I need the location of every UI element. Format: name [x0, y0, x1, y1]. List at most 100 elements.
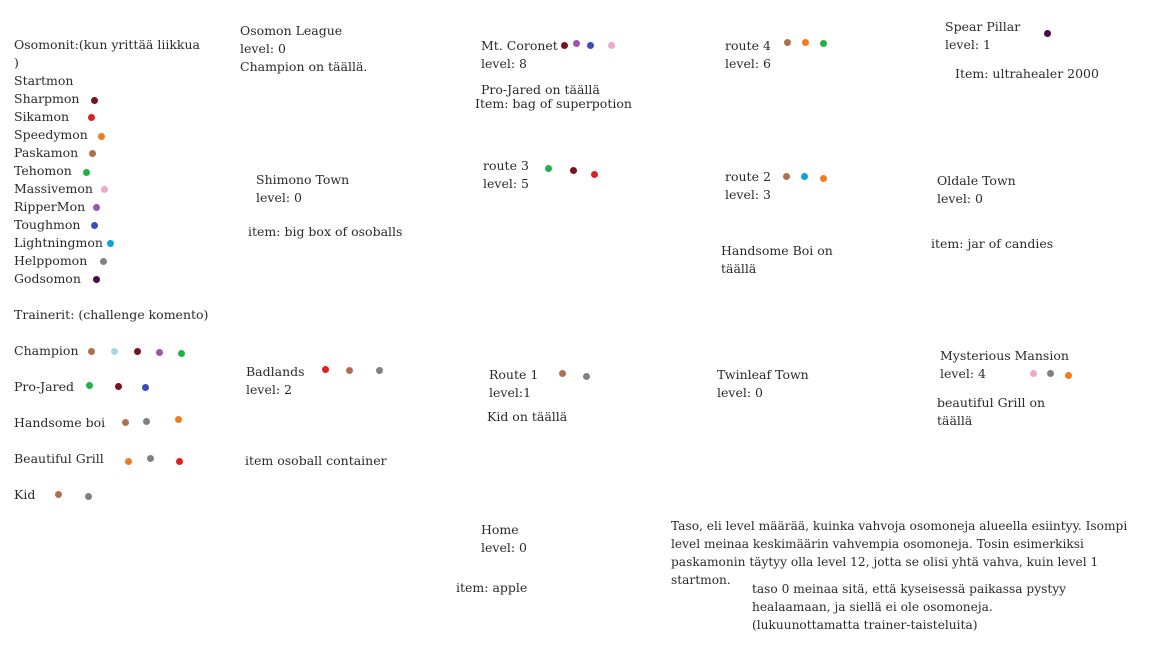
encounter-dot: [820, 40, 827, 47]
explanation-line: paskamonin täytyy olla level 12, jotta s…: [671, 555, 1099, 569]
osomon-name: Lightningmon: [14, 235, 103, 250]
explanation-line: Taso, eli level määrää, kuinka vahvoja o…: [671, 519, 1128, 533]
location-note-line: täällä: [937, 413, 973, 428]
encounter-dot: [587, 42, 594, 49]
team-dot: [175, 416, 182, 423]
explanation-line: level meinaa keskimäärin vahvempia osomo…: [671, 537, 1084, 551]
location-level: level: 0: [240, 41, 286, 56]
location-osomon-league: Osomon League level: 0 Champion on tääll…: [240, 22, 367, 76]
location-route-1: Route 1 level:1: [489, 366, 538, 402]
osomon-name: Paskamon: [14, 145, 79, 160]
team-dot: [143, 418, 150, 425]
trainer-champion: Champion: [14, 343, 79, 358]
location-route-3: route 3 level: 5: [483, 157, 529, 193]
osomon-name: Tehomon: [14, 163, 72, 178]
osomon-name: Toughmon: [14, 217, 81, 232]
team-dot: [88, 348, 95, 355]
location-name: route 2: [725, 169, 771, 184]
osomon-name: Massivemon: [14, 181, 93, 196]
location-name: Route 1: [489, 367, 539, 382]
location-level: level: 0: [717, 385, 763, 400]
encounter-dot: [608, 42, 615, 49]
osomon-name: Godsomon: [14, 271, 81, 286]
team-dot: [85, 493, 92, 500]
encounter-dot: [1065, 372, 1072, 379]
encounter-dot: [1047, 370, 1054, 377]
massivemon-dot: [101, 186, 108, 193]
osomon-heading: Osomonit:(kun yrittää liikkua: [14, 37, 200, 52]
location-oldale-town: Oldale Town level: 0: [937, 172, 1016, 208]
encounter-dot: [559, 370, 566, 377]
tehomon-dot: [83, 169, 90, 176]
explanation-line: healaamaan, ja siellä ei ole osomoneja.: [752, 600, 993, 614]
encounter-dot: [801, 173, 808, 180]
helppomon-dot: [100, 258, 107, 265]
team-dot: [178, 350, 185, 357]
location-item: item osoball container: [245, 453, 387, 468]
toughmon-dot: [91, 222, 98, 229]
team-dot: [115, 383, 122, 390]
location-level: level: 0: [256, 190, 302, 205]
location-note-line: beautiful Grill on: [937, 395, 1046, 410]
location-route-2: route 2 level: 3: [725, 168, 771, 204]
encounter-dot: [784, 39, 791, 46]
lightningmon-dot: [107, 240, 114, 247]
team-dot: [125, 458, 132, 465]
location-level: level: 0: [481, 540, 527, 555]
location-note: Kid on täällä: [487, 409, 568, 424]
encounter-dot: [591, 171, 598, 178]
osomon-name: Sharpmon: [14, 91, 80, 106]
location-note: beautiful Grill on täällä: [937, 394, 1045, 430]
location-item: Item: bag of superpotion: [475, 96, 632, 111]
encounter-dot: [322, 366, 329, 373]
location-name: route 4: [725, 38, 771, 53]
encounter-dot: [802, 39, 809, 46]
trainer-handsome-boi: Handsome boi: [14, 415, 106, 430]
rippermon-dot: [93, 204, 100, 211]
team-dot: [55, 491, 62, 498]
team-dot: [111, 348, 118, 355]
location-route-4: route 4 level: 6: [725, 37, 771, 73]
osomon-name: Helppomon: [14, 253, 88, 268]
location-name: Mt. Coronet: [481, 38, 558, 53]
trainers-heading: Trainerit: (challenge komento): [14, 307, 209, 322]
team-dot: [134, 348, 141, 355]
explanation-line: startmon.: [671, 573, 731, 587]
paskamon-dot: [89, 150, 96, 157]
osomon-name: Startmon: [14, 73, 74, 88]
location-level: level: 0: [937, 191, 983, 206]
location-shimono-town: Shimono Town level: 0: [256, 171, 349, 207]
location-home: Home level: 0: [481, 521, 527, 557]
osomon-name: Sikamon: [14, 109, 70, 124]
team-dot: [147, 455, 154, 462]
encounter-dot: [820, 175, 827, 182]
encounter-dot: [570, 167, 577, 174]
location-level: level: 3: [725, 187, 771, 202]
location-name: Osomon League: [240, 23, 343, 38]
encounter-dot: [346, 367, 353, 374]
encounter-dot: [1044, 30, 1051, 37]
location-level: level: 5: [483, 176, 529, 191]
team-dot: [176, 458, 183, 465]
location-level: level:1: [489, 385, 532, 400]
location-badlands: Badlands level: 2: [246, 363, 305, 399]
encounter-dot: [783, 173, 790, 180]
location-level: level: 8: [481, 56, 527, 71]
location-item: item: big box of osoballs: [248, 224, 403, 239]
location-name: Twinleaf Town: [717, 367, 809, 382]
location-item: item: jar of candies: [931, 236, 1054, 251]
osomon-name: RipperMon: [14, 199, 86, 214]
osomon-name: Speedymon: [14, 127, 88, 142]
location-name: Shimono Town: [256, 172, 350, 187]
osomon-list: Osomonit:(kun yrittää liikkua ) Startmon…: [14, 36, 200, 288]
location-note-line: Handsome Boi on: [721, 243, 833, 258]
level-explanation: Taso, eli level määrää, kuinka vahvoja o…: [671, 517, 1127, 589]
team-dot: [122, 419, 129, 426]
osomon-heading-cont: ): [14, 55, 19, 70]
location-item: item: apple: [456, 580, 528, 595]
location-spear-pillar: Spear Pillar level: 1: [945, 18, 1020, 54]
location-level: level: 1: [945, 37, 991, 52]
trainer-kid: Kid: [14, 487, 36, 502]
godsomon-dot: [93, 276, 100, 283]
level-zero-explanation: taso 0 meinaa sitä, että kyseisessä paik…: [752, 580, 1066, 634]
